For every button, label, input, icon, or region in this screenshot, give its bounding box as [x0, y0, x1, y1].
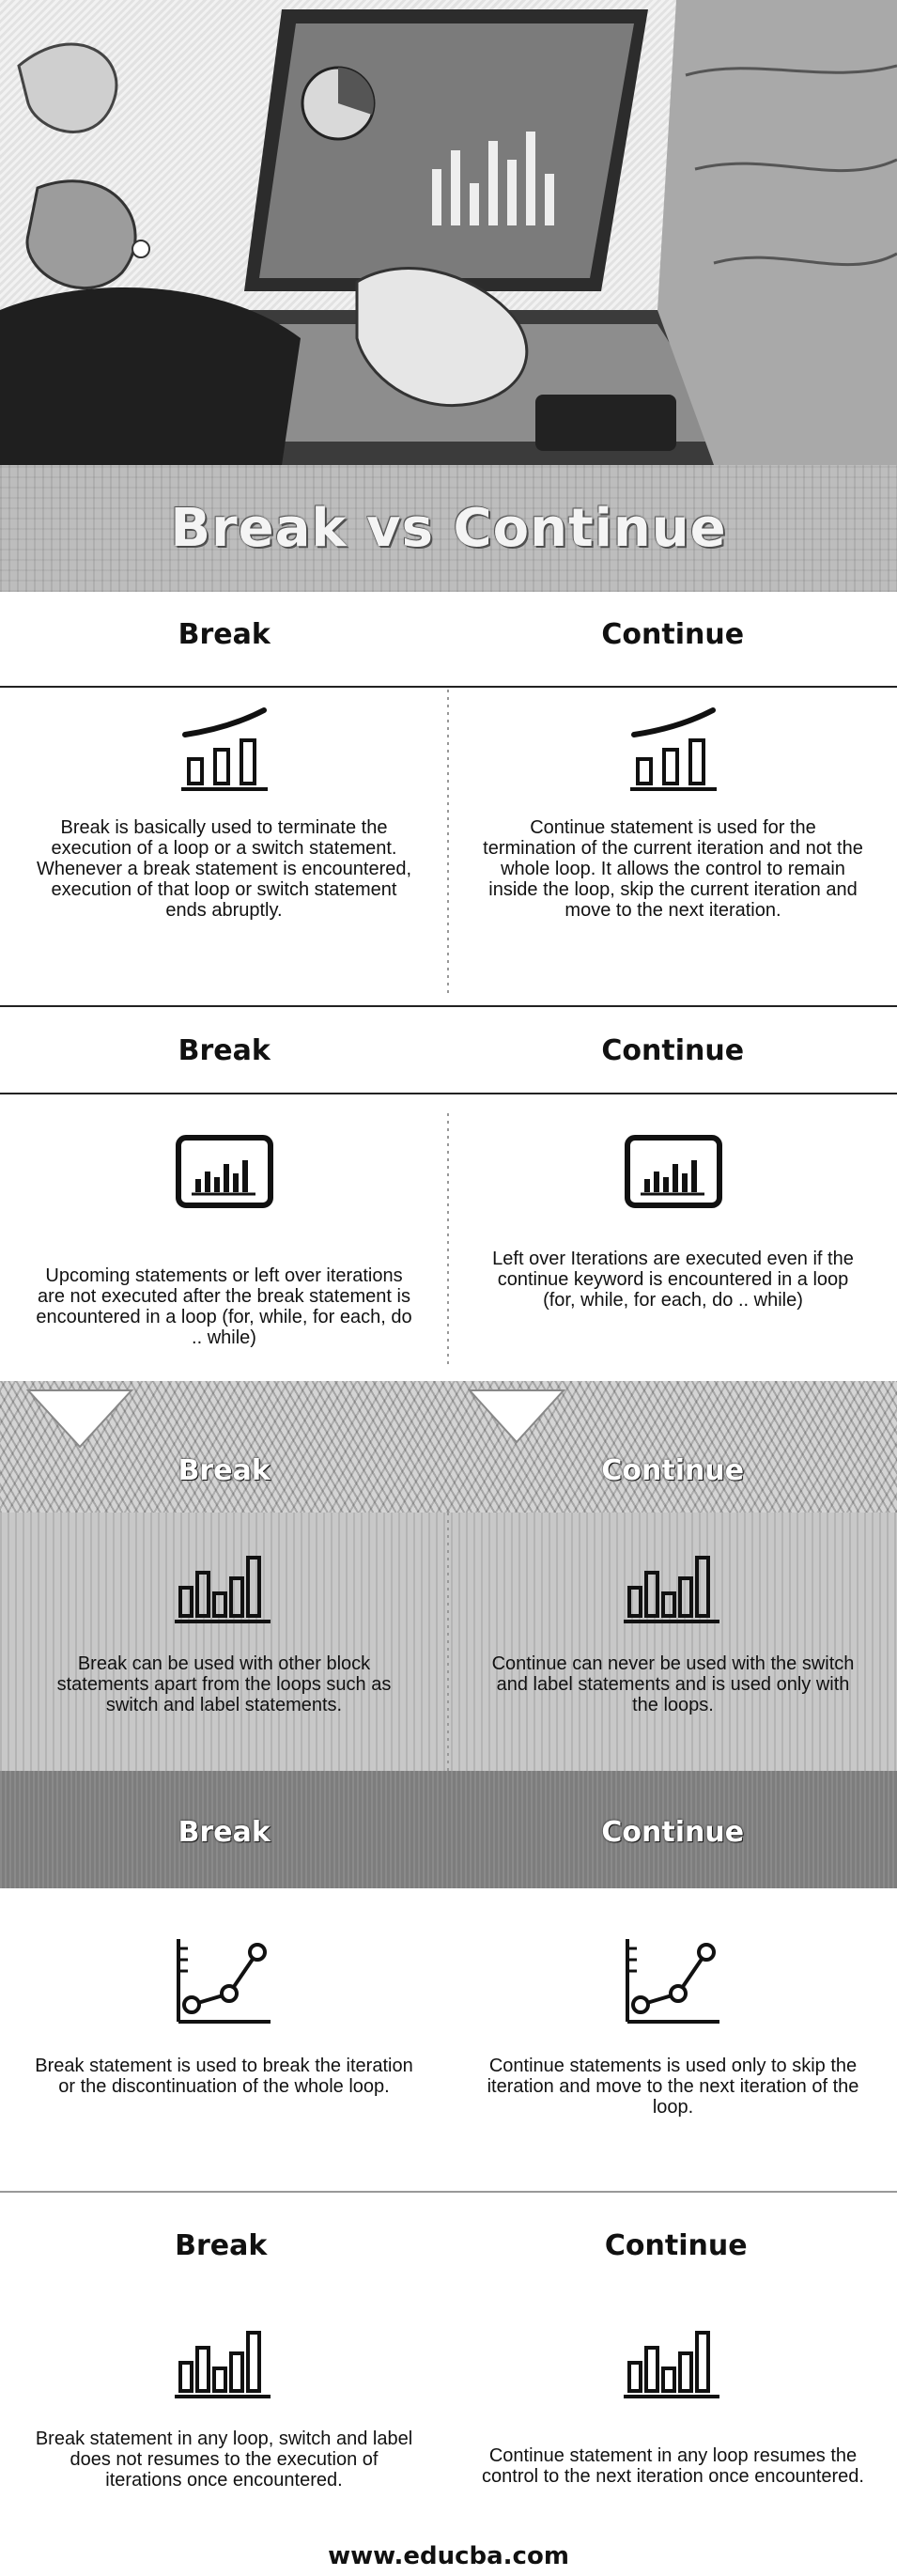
column-divider: [447, 690, 449, 994]
left-heading: Break: [178, 617, 271, 651]
comparison-section-3: Break can be used with other block state…: [0, 1513, 897, 1771]
bar-chart-icon: [623, 2331, 719, 2398]
bar-chart-icon: [623, 1556, 719, 1623]
section-header: Break Continue: [0, 1008, 897, 1093]
left-description: Break is basically used to terminate the…: [36, 817, 412, 921]
section-header: Break Continue: [0, 2203, 897, 2288]
right-column: Continue statements is used only to skip…: [449, 1935, 897, 2118]
pattern-triangles: [25, 1389, 566, 1449]
right-description: Continue can never be used with the swit…: [491, 1653, 855, 1715]
comparison-section-4: Break statement is used to break the ite…: [0, 1888, 897, 2189]
left-heading: Break: [178, 1453, 271, 1487]
monitor-chart-icon: [175, 1135, 273, 1208]
section-header: Break Continue: [0, 1428, 897, 1513]
right-description: Continue statements is used only to skip…: [487, 2056, 859, 2118]
left-heading: Break: [175, 2228, 268, 2262]
left-column: Upcoming statements or left over iterati…: [0, 1132, 448, 1348]
right-heading: Continue: [601, 1033, 745, 1067]
comparison-section-2: Break Continue Upcoming statements or le…: [0, 1001, 897, 1376]
left-description: Break statement in any loop, switch and …: [35, 2429, 413, 2491]
right-column: Left over Iterations are executed even i…: [449, 1132, 897, 1311]
right-description: Left over Iterations are executed even i…: [492, 1249, 854, 1311]
section-4-header-band: Break Continue: [0, 1771, 897, 1888]
comparison-section-1: Break Continue Break is basically used t…: [0, 592, 897, 996]
left-column: Break statement is used to break the ite…: [0, 1935, 448, 2097]
section-header: Break Continue: [0, 1790, 897, 1874]
laptop-photo-illustration: [0, 0, 897, 465]
footer-url[interactable]: www.educba.com: [328, 2542, 569, 2570]
right-column: Continue statement is used for the termi…: [449, 705, 897, 921]
left-description: Upcoming statements or left over iterati…: [36, 1265, 412, 1348]
header-rule: [0, 1093, 897, 1094]
right-description: Continue statement in any loop resumes t…: [482, 2445, 864, 2487]
left-column: Break is basically used to terminate the…: [0, 705, 448, 921]
title-band: Break vs Continue: [0, 465, 897, 592]
line-graph-icon: [176, 1939, 271, 2024]
right-heading: Continue: [601, 1453, 745, 1487]
left-description: Break statement is used to break the ite…: [35, 2056, 413, 2097]
section-5-top-rule: [0, 2191, 897, 2193]
right-heading: Continue: [604, 2228, 748, 2262]
column-divider: [447, 1113, 449, 1367]
right-heading: Continue: [601, 617, 745, 651]
right-heading: Continue: [601, 1815, 745, 1849]
hero-image: [0, 0, 897, 465]
bar-chart-icon: [174, 1556, 271, 1623]
growth-bars-icon: [180, 707, 268, 791]
left-heading: Break: [178, 1033, 271, 1067]
monitor-chart-icon: [624, 1135, 722, 1208]
left-column: Break statement in any loop, switch and …: [0, 2325, 448, 2491]
section-3-header-band: Break Continue: [0, 1381, 897, 1513]
comparison-section-5: Break Continue Break statement in any lo…: [0, 2194, 897, 2537]
right-column: Continue can never be used with the swit…: [449, 1550, 897, 1715]
header-rule: [0, 686, 897, 688]
column-divider: [447, 1513, 449, 1771]
left-description: Break can be used with other block state…: [56, 1653, 392, 1715]
section-header: Break Continue: [0, 592, 897, 676]
section-top-rule: [0, 1005, 897, 1007]
right-description: Continue statement is used for the termi…: [483, 817, 863, 921]
growth-bars-icon: [629, 707, 717, 791]
line-graph-icon: [625, 1939, 719, 2024]
right-column: Continue statement in any loop resumes t…: [449, 2325, 897, 2487]
left-heading: Break: [178, 1815, 271, 1849]
bar-chart-icon: [174, 2331, 271, 2398]
page-title: Break vs Continue: [170, 498, 727, 559]
left-column: Break can be used with other block state…: [0, 1550, 448, 1715]
